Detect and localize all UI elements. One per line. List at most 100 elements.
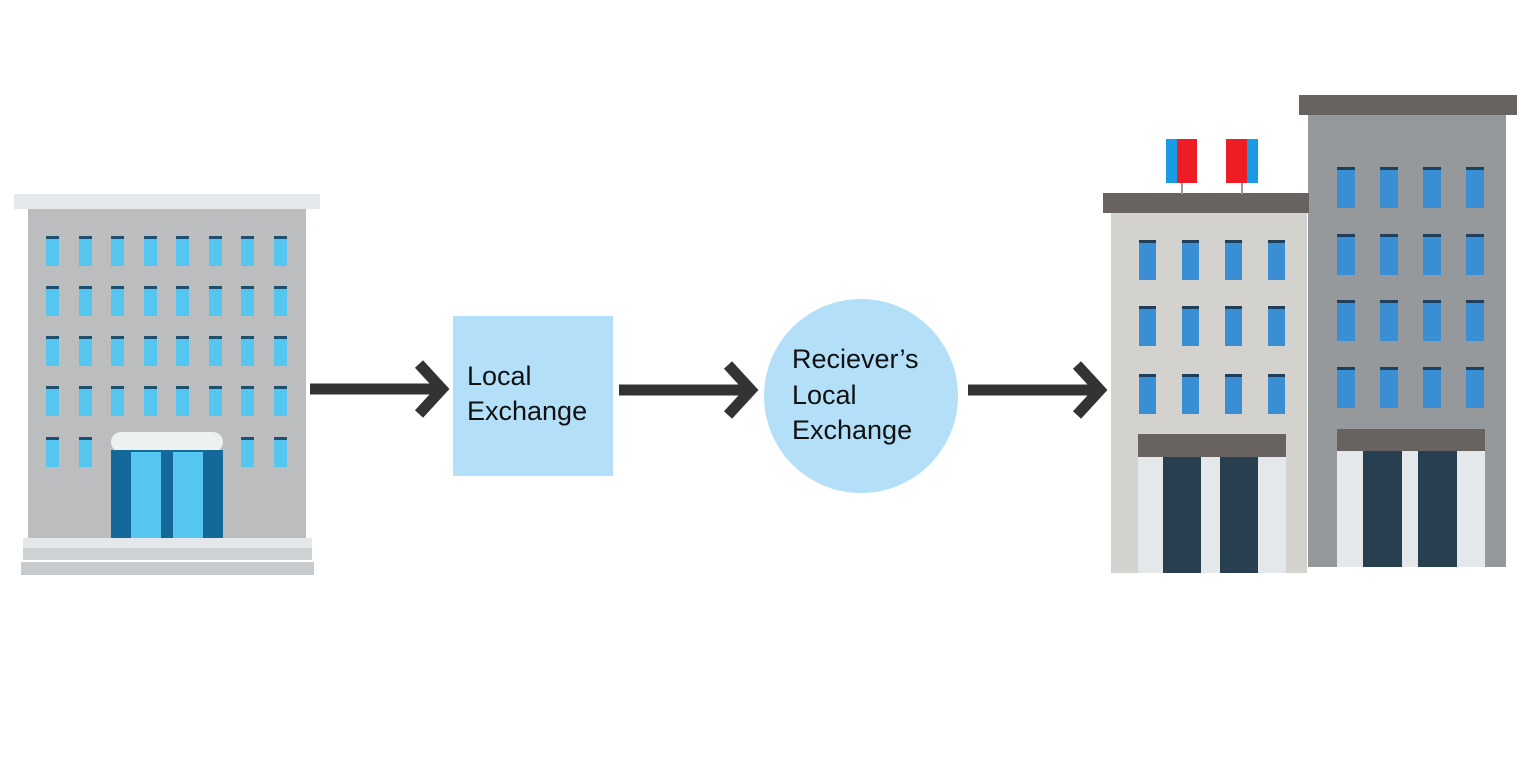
window-lintel [241,236,254,239]
window [274,386,287,416]
window-lintel [1423,300,1441,303]
window [1466,167,1484,208]
window [111,286,124,316]
window [1268,240,1285,280]
window [144,236,157,266]
short-building-windows [1139,240,1285,414]
sender-building-icon [14,194,320,575]
window-lintel [46,336,59,339]
window [46,336,59,366]
window-lintel [144,336,157,339]
receiver-exchange-label-line-2: Local [792,380,857,410]
window-lintel [1182,306,1199,309]
window-lintel [1139,306,1156,309]
window-lintel [274,236,287,239]
window [1182,374,1199,414]
window-lintel [46,236,59,239]
window [274,286,287,316]
arrow-receiver-exchange-to-receiver [968,361,1108,419]
window-lintel [1337,367,1355,370]
window-lintel [1466,300,1484,303]
window-lintel [1423,234,1441,237]
tall-building-windows [1337,167,1484,408]
window [1466,234,1484,275]
window [1466,300,1484,341]
window [1423,367,1441,408]
window [111,386,124,416]
entrance-canopy [111,432,223,452]
window [176,336,189,366]
window-lintel [1225,240,1242,243]
window [274,336,287,366]
window-lintel [176,386,189,389]
window [144,286,157,316]
window-lintel [144,286,157,289]
window-lintel [1337,234,1355,237]
window [241,286,254,316]
window [79,286,92,316]
entrance-door [111,450,223,538]
window [1225,374,1242,414]
window-lintel [111,236,124,239]
window-lintel [274,286,287,289]
window [274,236,287,266]
window [1380,234,1398,275]
window [1337,234,1355,275]
window-lintel [1466,167,1484,170]
window [111,236,124,266]
window-lintel [241,386,254,389]
window [1139,374,1156,414]
window-lintel [111,336,124,339]
window [176,386,189,416]
arrow-local-to-receiver-exchange [619,361,759,419]
window [1423,234,1441,275]
rooftop-flag-icon [1226,139,1258,194]
window-lintel [79,286,92,289]
window-lintel [209,386,222,389]
receiver-local-exchange-node: Reciever’s Local Exchange [764,299,958,493]
window-lintel [209,336,222,339]
window-lintel [176,236,189,239]
window [1225,306,1242,346]
window [46,286,59,316]
window [144,386,157,416]
window [79,386,92,416]
window-lintel [274,336,287,339]
window-lintel [46,286,59,289]
window [1268,374,1285,414]
window-lintel [1268,374,1285,377]
window-lintel [241,286,254,289]
rooftop-flag-icon [1166,139,1197,194]
window-lintel [1380,367,1398,370]
local-exchange-label-line-2: Exchange [467,396,587,426]
window-lintel [79,336,92,339]
window [1139,240,1156,280]
window-lintel [79,437,92,440]
window [176,236,189,266]
window-lintel [1225,306,1242,309]
window-lintel [241,437,254,440]
window-lintel [1268,240,1285,243]
window-lintel [46,386,59,389]
window-lintel [1139,374,1156,377]
window-lintel [274,386,287,389]
window [176,286,189,316]
window [46,437,59,467]
window-lintel [241,336,254,339]
window-lintel [1380,167,1398,170]
window-lintel [1380,234,1398,237]
window [209,386,222,416]
window [1423,300,1441,341]
window [46,386,59,416]
window [144,336,157,366]
window [79,336,92,366]
window-lintel [111,286,124,289]
sender-windows [46,236,287,467]
window [1380,300,1398,341]
window-lintel [79,386,92,389]
window [1139,306,1156,346]
window [1182,306,1199,346]
window [209,286,222,316]
window [1380,167,1398,208]
